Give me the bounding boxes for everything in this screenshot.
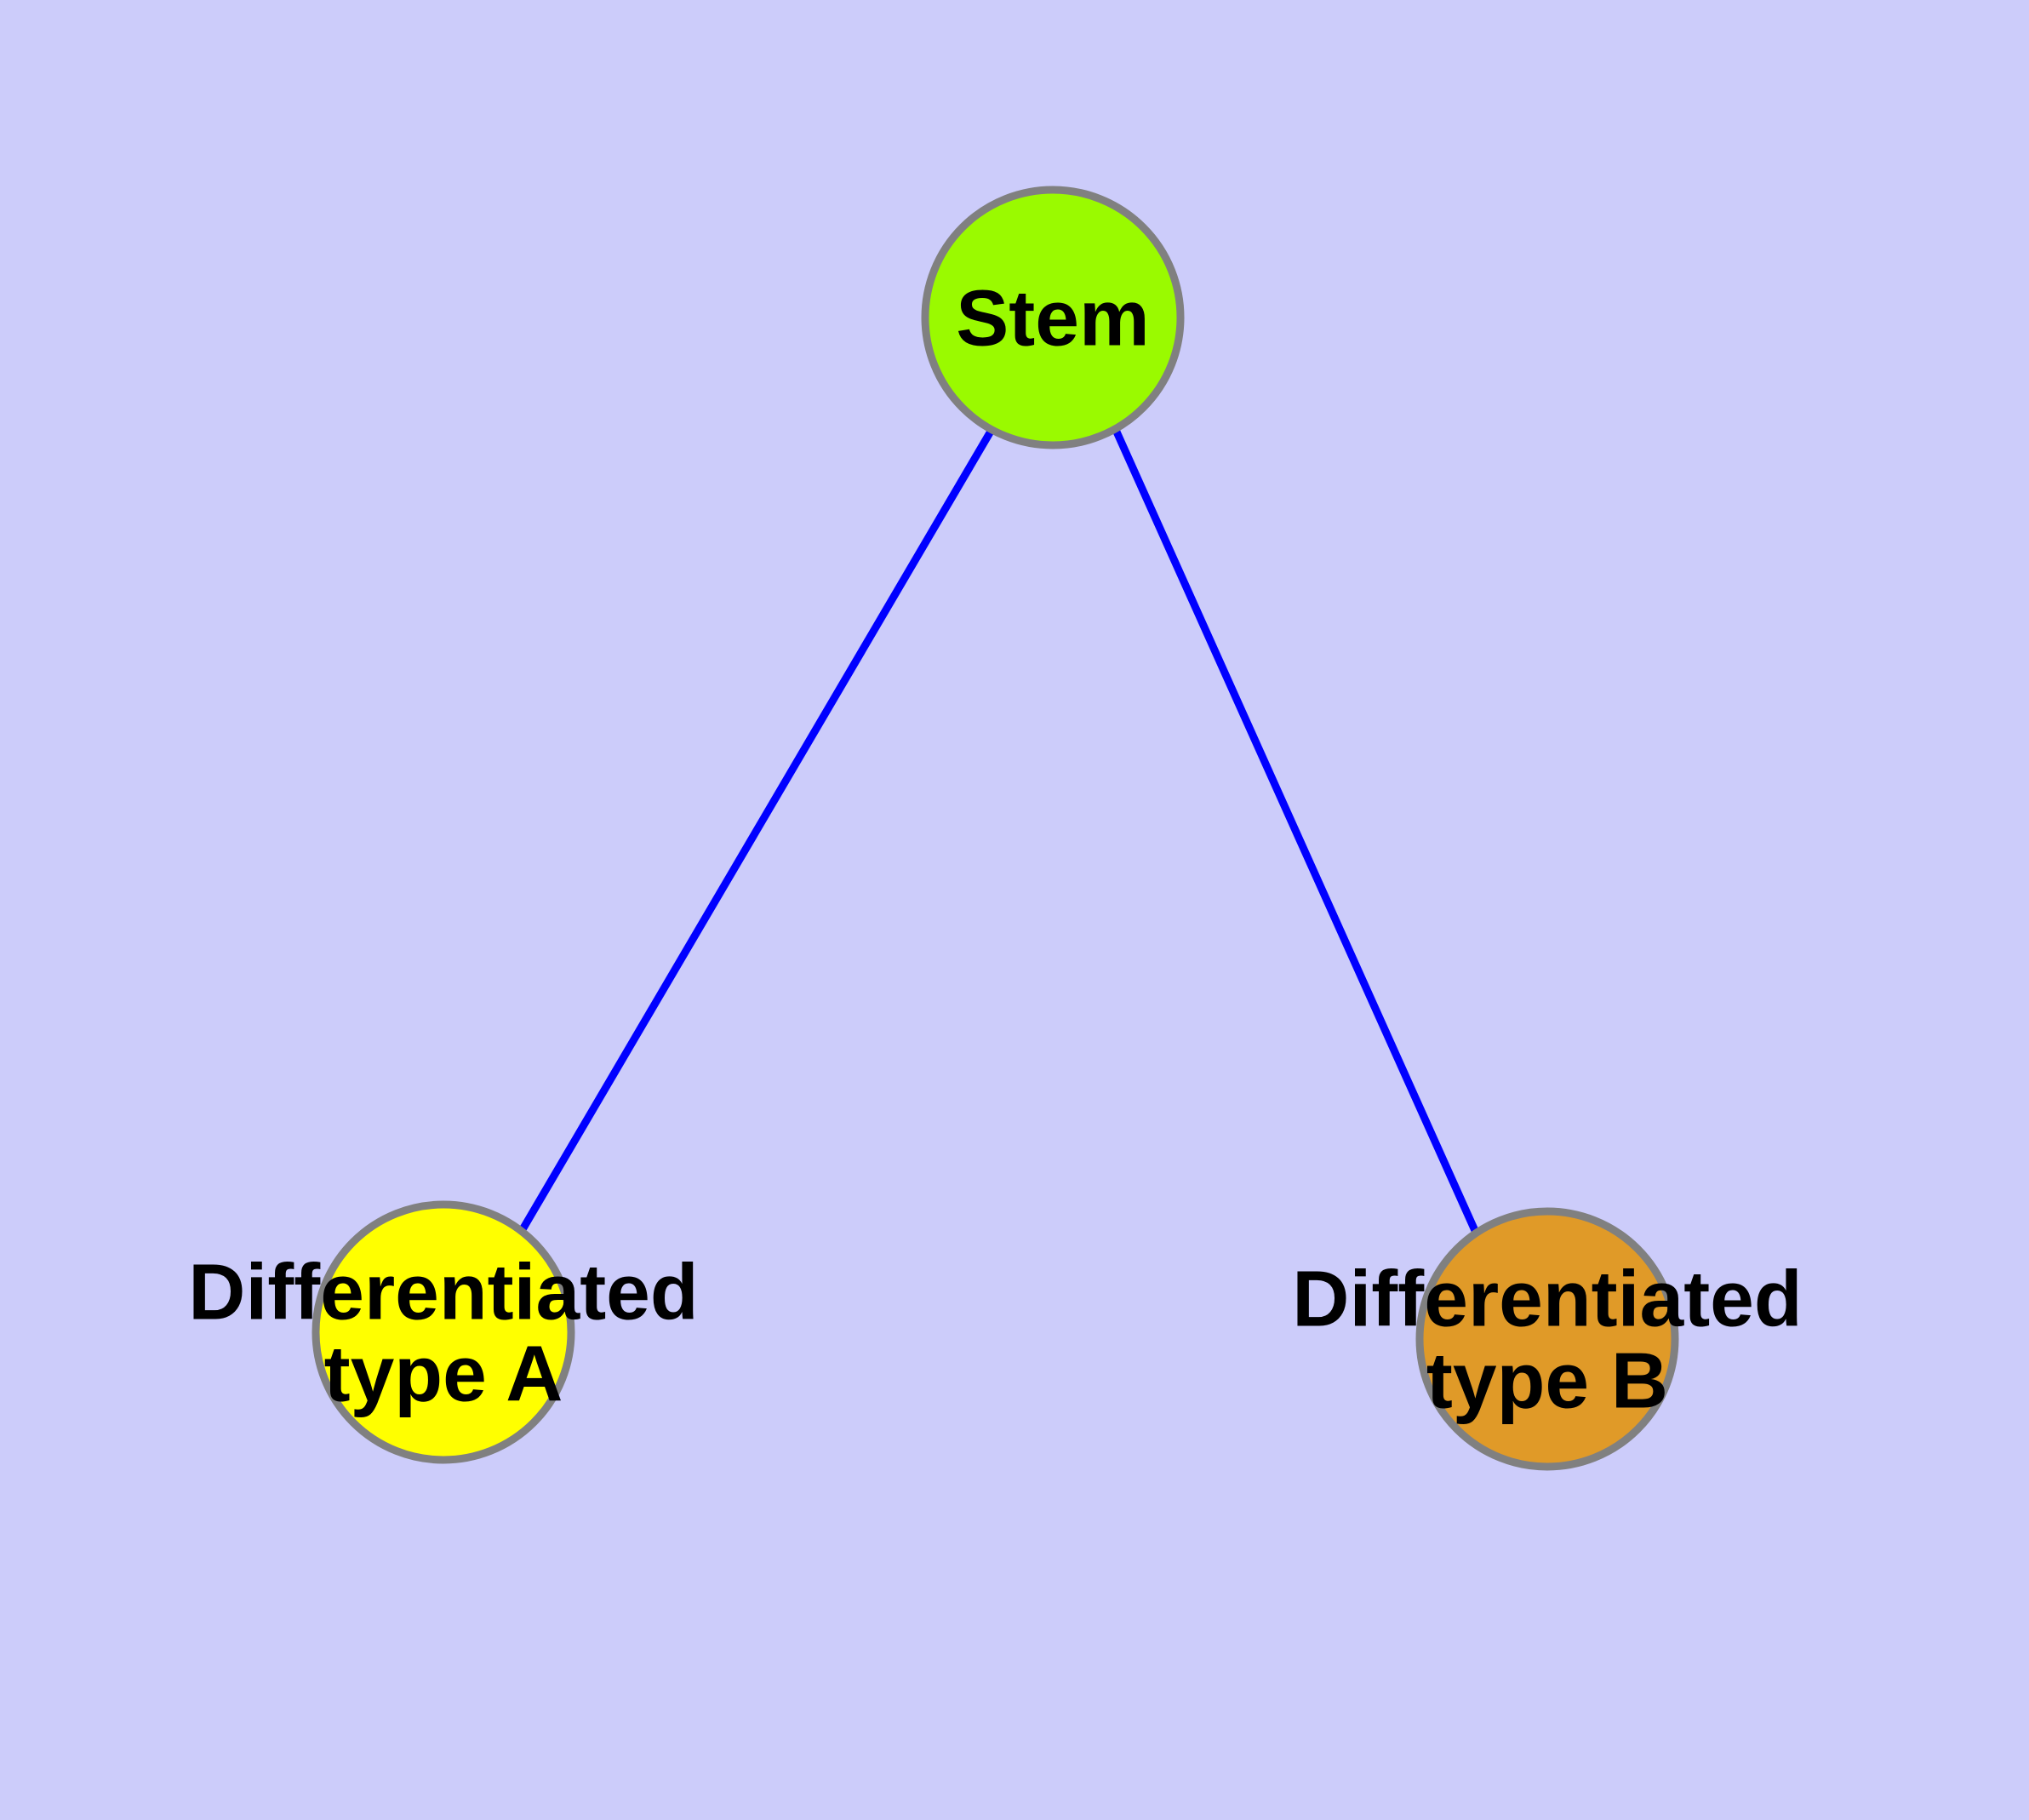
node-label-line: Stem [956,273,1149,362]
edge-stem-to-differentiated-type-b[interactable] [1112,428,1481,1236]
node-stem-label: Stem [956,273,1149,362]
edge-layer [518,427,1481,1236]
node-label-line: type A [324,1329,563,1417]
node-label-line: Differentiated [188,1247,698,1336]
node-stem-circle[interactable] [921,186,1185,449]
node-differentiated-type-a-circle[interactable] [311,1200,575,1464]
node-label-line: Differentiated [1292,1254,1802,1342]
node-stem[interactable]: Stem [921,186,1185,449]
node-label-line: type B [1426,1336,1668,1424]
node-differentiated-type-b-circle[interactable] [1415,1207,1679,1471]
edge-stem-to-differentiated-type-a[interactable] [518,427,995,1233]
